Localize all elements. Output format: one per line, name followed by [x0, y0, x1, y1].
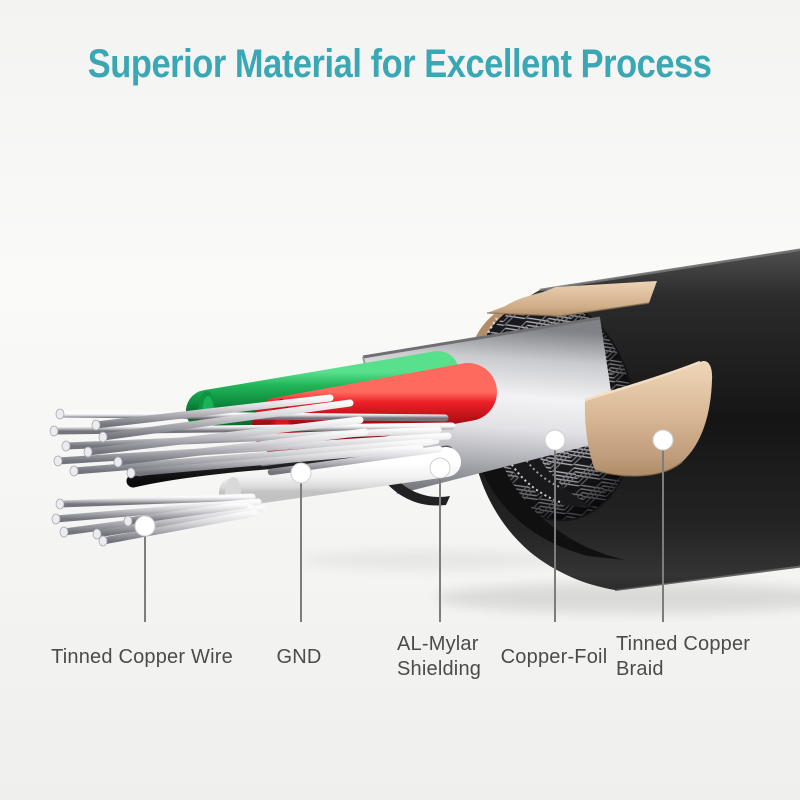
callout-dot-al-mylar-shielding: [429, 457, 451, 479]
callout-lines: [144, 440, 664, 622]
copper-foil-flap: [486, 281, 657, 317]
tinned-copper-wire-strands-lower: [51, 493, 266, 547]
tinned-copper-wire-strands-upper: [49, 394, 456, 479]
callout-dot-tinned-copper-braid: [652, 429, 674, 451]
callout-dots: [134, 429, 674, 537]
page-title-text: Superior Material for Excellent Process: [88, 42, 712, 86]
callout-dot-gnd: [290, 462, 312, 484]
page-title: Superior Material for Excellent Process: [0, 42, 800, 87]
callout-dot-copper-foil: [544, 429, 566, 451]
copper-foil-curl: [584, 360, 713, 477]
floor-shadow: [300, 550, 800, 613]
callout-dot-tinned-copper-wire: [134, 515, 156, 537]
